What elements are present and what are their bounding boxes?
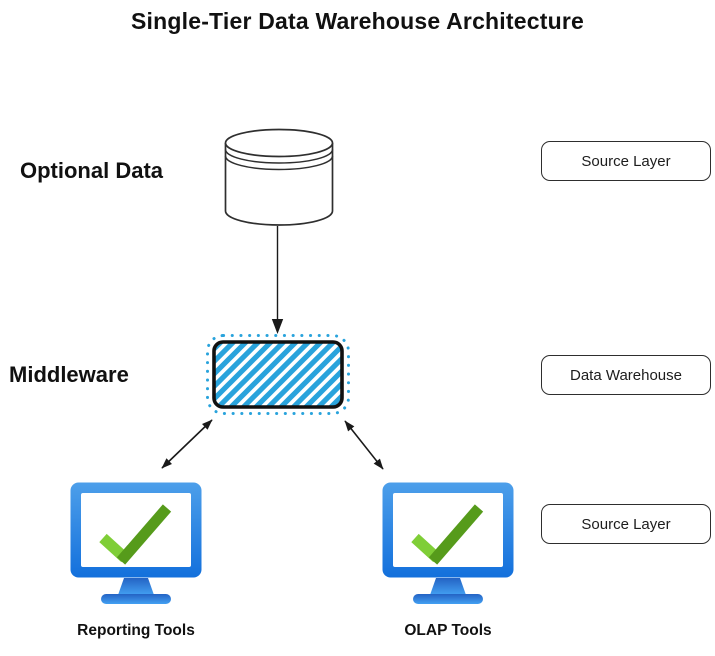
arrow-down-icon [271, 226, 284, 334]
diagram-title: Single-Tier Data Warehouse Architecture [130, 8, 584, 34]
monitor-with-checkmark-icon [382, 482, 514, 604]
source-layer-box-bottom: Source Layer [541, 504, 711, 544]
bi-arrow-left-icon [161, 419, 213, 469]
data-warehouse-box: Data Warehouse [541, 355, 711, 395]
data-warehouse-box-label: Data Warehouse [569, 366, 682, 384]
selection-dotted-outline [206, 334, 350, 415]
middleware-node [206, 334, 350, 415]
olap-tools-label: OLAP Tools [404, 622, 492, 639]
monitor-with-checkmark-icon [70, 482, 202, 604]
source-layer-box-bottom-label: Source Layer [581, 515, 671, 533]
source-layer-box-top-label: Source Layer [581, 152, 671, 170]
middleware-label: Middleware [9, 362, 129, 387]
hatched-box [212, 340, 344, 409]
database-cylinder-icon [224, 128, 334, 226]
reporting-tools-label: Reporting Tools [77, 622, 195, 639]
source-layer-box-top: Source Layer [541, 141, 711, 181]
optional-data-label: Optional Data [20, 158, 164, 183]
bi-arrow-right-icon [344, 420, 384, 470]
